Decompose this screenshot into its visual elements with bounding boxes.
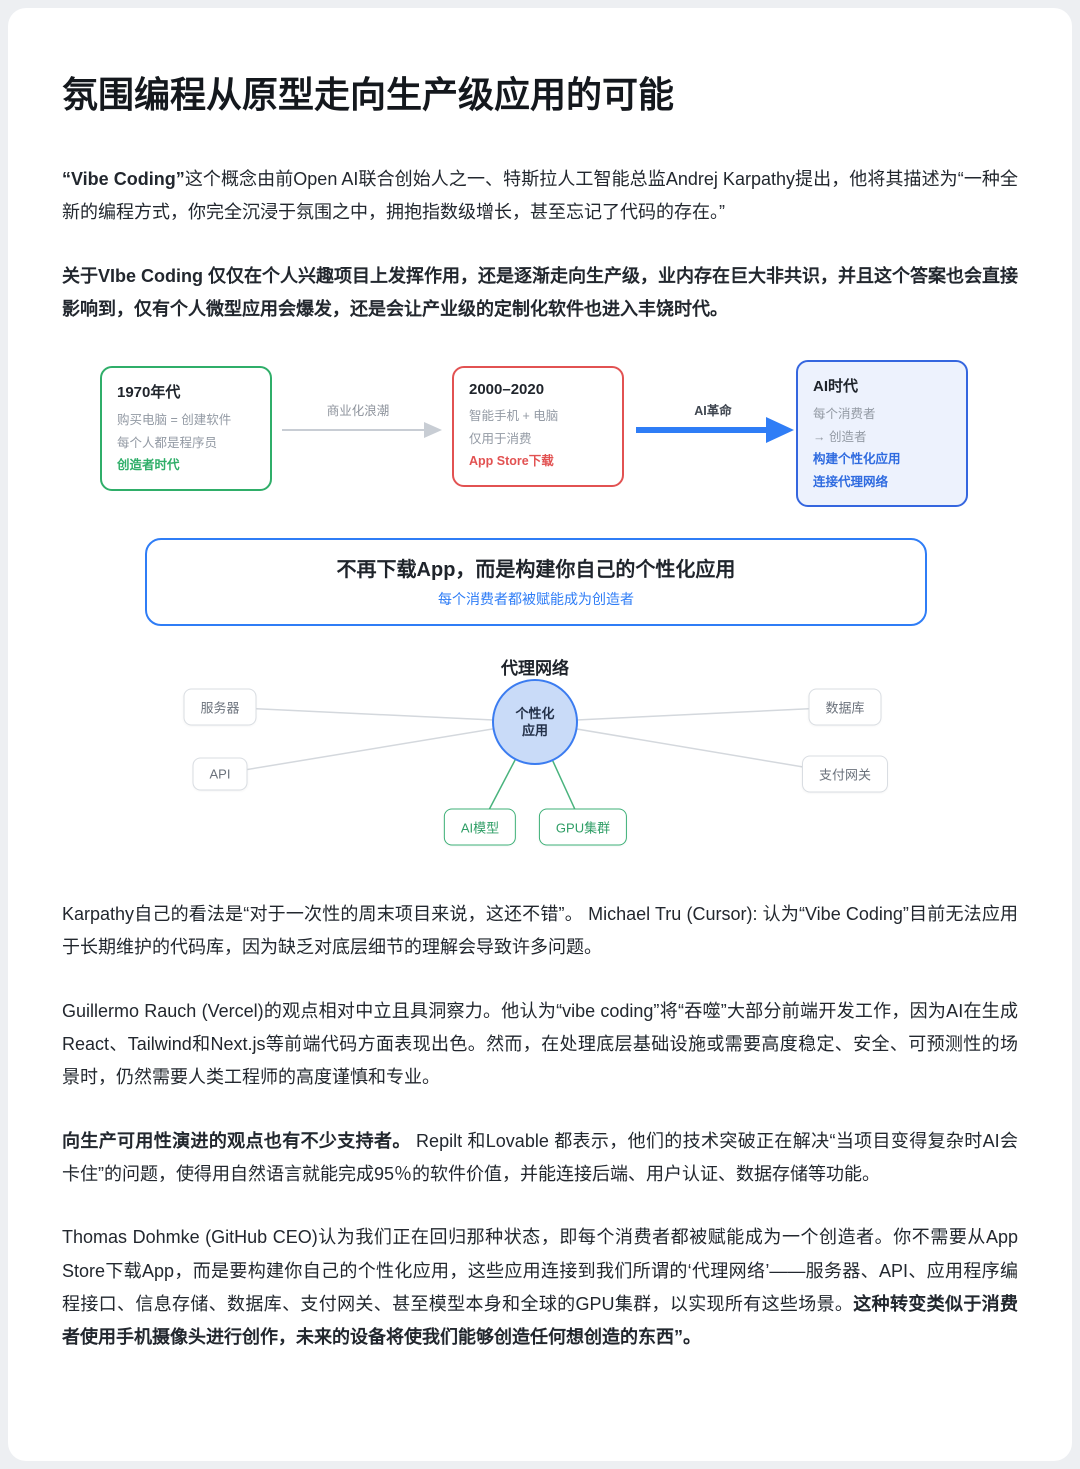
body-paragraph-supporters: 向生产可用性演进的观点也有不少支持者。 Repilt 和Lovable 都表示，…: [62, 1125, 1018, 1192]
supporters-text: Repilt 和Lovable 都表示，他们的技术突破正在解决“当项目变得复杂时…: [62, 1130, 1019, 1184]
era-ai-box: AI时代 每个消费者 → 创造者 构建个性化应用 连接代理网络: [796, 360, 968, 508]
era-2000s-line-1: 智能手机 + 电脑: [469, 409, 559, 424]
line-center-to-database: [534, 706, 846, 723]
dohmke-bold-ending: 这种转变类似于消费者使用手机摄像头进行创作，未来的设备将使我们能够创造任何想创造…: [62, 1293, 1018, 1348]
network-node-gpu-cluster: GPU集群: [538, 808, 628, 846]
body-paragraph-dohmke: Thomas Dohmke (GitHub CEO)认为我们正在回归那种状态，即…: [62, 1221, 1018, 1354]
banner-title: 不再下载App，而是构建你自己的个性化应用: [336, 559, 736, 582]
network-center-line-2: 应用: [521, 723, 548, 739]
dohmke-text: Thomas Dohmke (GitHub CEO)认为我们正在回归那种状态，即…: [62, 1227, 1018, 1314]
network-center-node: 个性化 应用: [492, 679, 578, 766]
network-node-api: API: [192, 757, 248, 791]
era-2000s-line-2: 仅用于消费: [469, 431, 532, 446]
era-1970s-line-2: 每个人都是程序员: [117, 435, 218, 450]
ai-revolution-arrow-head: [766, 417, 794, 444]
network-node-server: 服务器: [183, 688, 257, 726]
network-center-line-1: 个性化: [515, 705, 555, 721]
network-title: 代理网络: [501, 659, 569, 679]
era-2000s-title: 2000–2020: [469, 381, 545, 399]
line-center-to-gateway: [534, 721, 846, 775]
era-ai-highlight-2: 连接代理网络: [813, 474, 889, 489]
era-2000s-box: 2000–2020 智能手机 + 电脑 仅用于消费 App Store下载: [452, 366, 624, 487]
vibe-coding-term: “Vibe Coding”: [62, 169, 185, 189]
era-1970s-box: 1970年代 购买电脑 = 创建软件 每个人都是程序员 创造者时代: [100, 366, 272, 491]
ai-revolution-label: AI革命: [694, 404, 732, 419]
network-node-ai-model: AI模型: [443, 808, 517, 846]
era-1970s-highlight: 创造者时代: [117, 458, 180, 473]
commercial-wave-arrow-head: [424, 422, 442, 439]
network-node-database: 数据库: [808, 688, 882, 726]
era-2000s-highlight: App Store下载: [469, 454, 554, 469]
line-center-to-api: [219, 721, 536, 775]
supporters-bold-lead: 向生产可用性演进的观点也有不少支持者。: [62, 1130, 411, 1151]
era-ai-highlight-1: 构建个性化应用: [813, 452, 901, 467]
body-paragraph-rauch: Guillermo Rauch (Vercel)的观点相对中立且具洞察力。他认为…: [62, 1000, 1018, 1088]
line-center-to-server: [219, 706, 536, 723]
network-node-payment-gateway: 支付网关: [801, 755, 889, 793]
intro-paragraph-1-text: 这个概念由前Open AI联合创始人之一、特斯拉人工智能总监Andrej Kar…: [62, 169, 1018, 223]
era-1970s-line-1: 购买电脑 = 创建软件: [117, 413, 232, 428]
personal-app-banner: 不再下载App，而是构建你自己的个性化应用 每个消费者都被赋能成为创造者: [145, 538, 927, 627]
era-ai-title: AI时代: [813, 378, 859, 396]
article-card: 氛围编程从原型走向生产级应用的可能 “Vibe Coding”这个概念由前Ope…: [8, 8, 1072, 1461]
era-1970s-title: 1970年代: [117, 384, 181, 402]
commercial-wave-label: 商业化浪潮: [326, 404, 390, 419]
intro-paragraph-1: “Vibe Coding”这个概念由前Open AI联合创始人之一、特斯拉人工智…: [62, 163, 1018, 230]
intro-paragraph-2: 关于VIbe Coding 仅仅在个人兴趣项目上发挥作用，还是逐渐走向生产级，业…: [62, 265, 1018, 319]
page-title: 氛围编程从原型走向生产级应用的可能: [62, 74, 675, 115]
banner-subtitle: 每个消费者都被赋能成为创造者: [438, 591, 634, 608]
era-ai-line-1: 每个消费者: [813, 407, 876, 422]
era-ai-line-2: → 创造者: [813, 429, 867, 444]
body-paragraph-karpathy: Karpathy自己的看法是“对于一次性的周末项目来说，这还不错”。 Micha…: [62, 904, 1018, 958]
vibe-coding-diagram: 1970年代 购买电脑 = 创建软件 每个人都是程序员 创造者时代 商业化浪潮 …: [8, 352, 1072, 874]
